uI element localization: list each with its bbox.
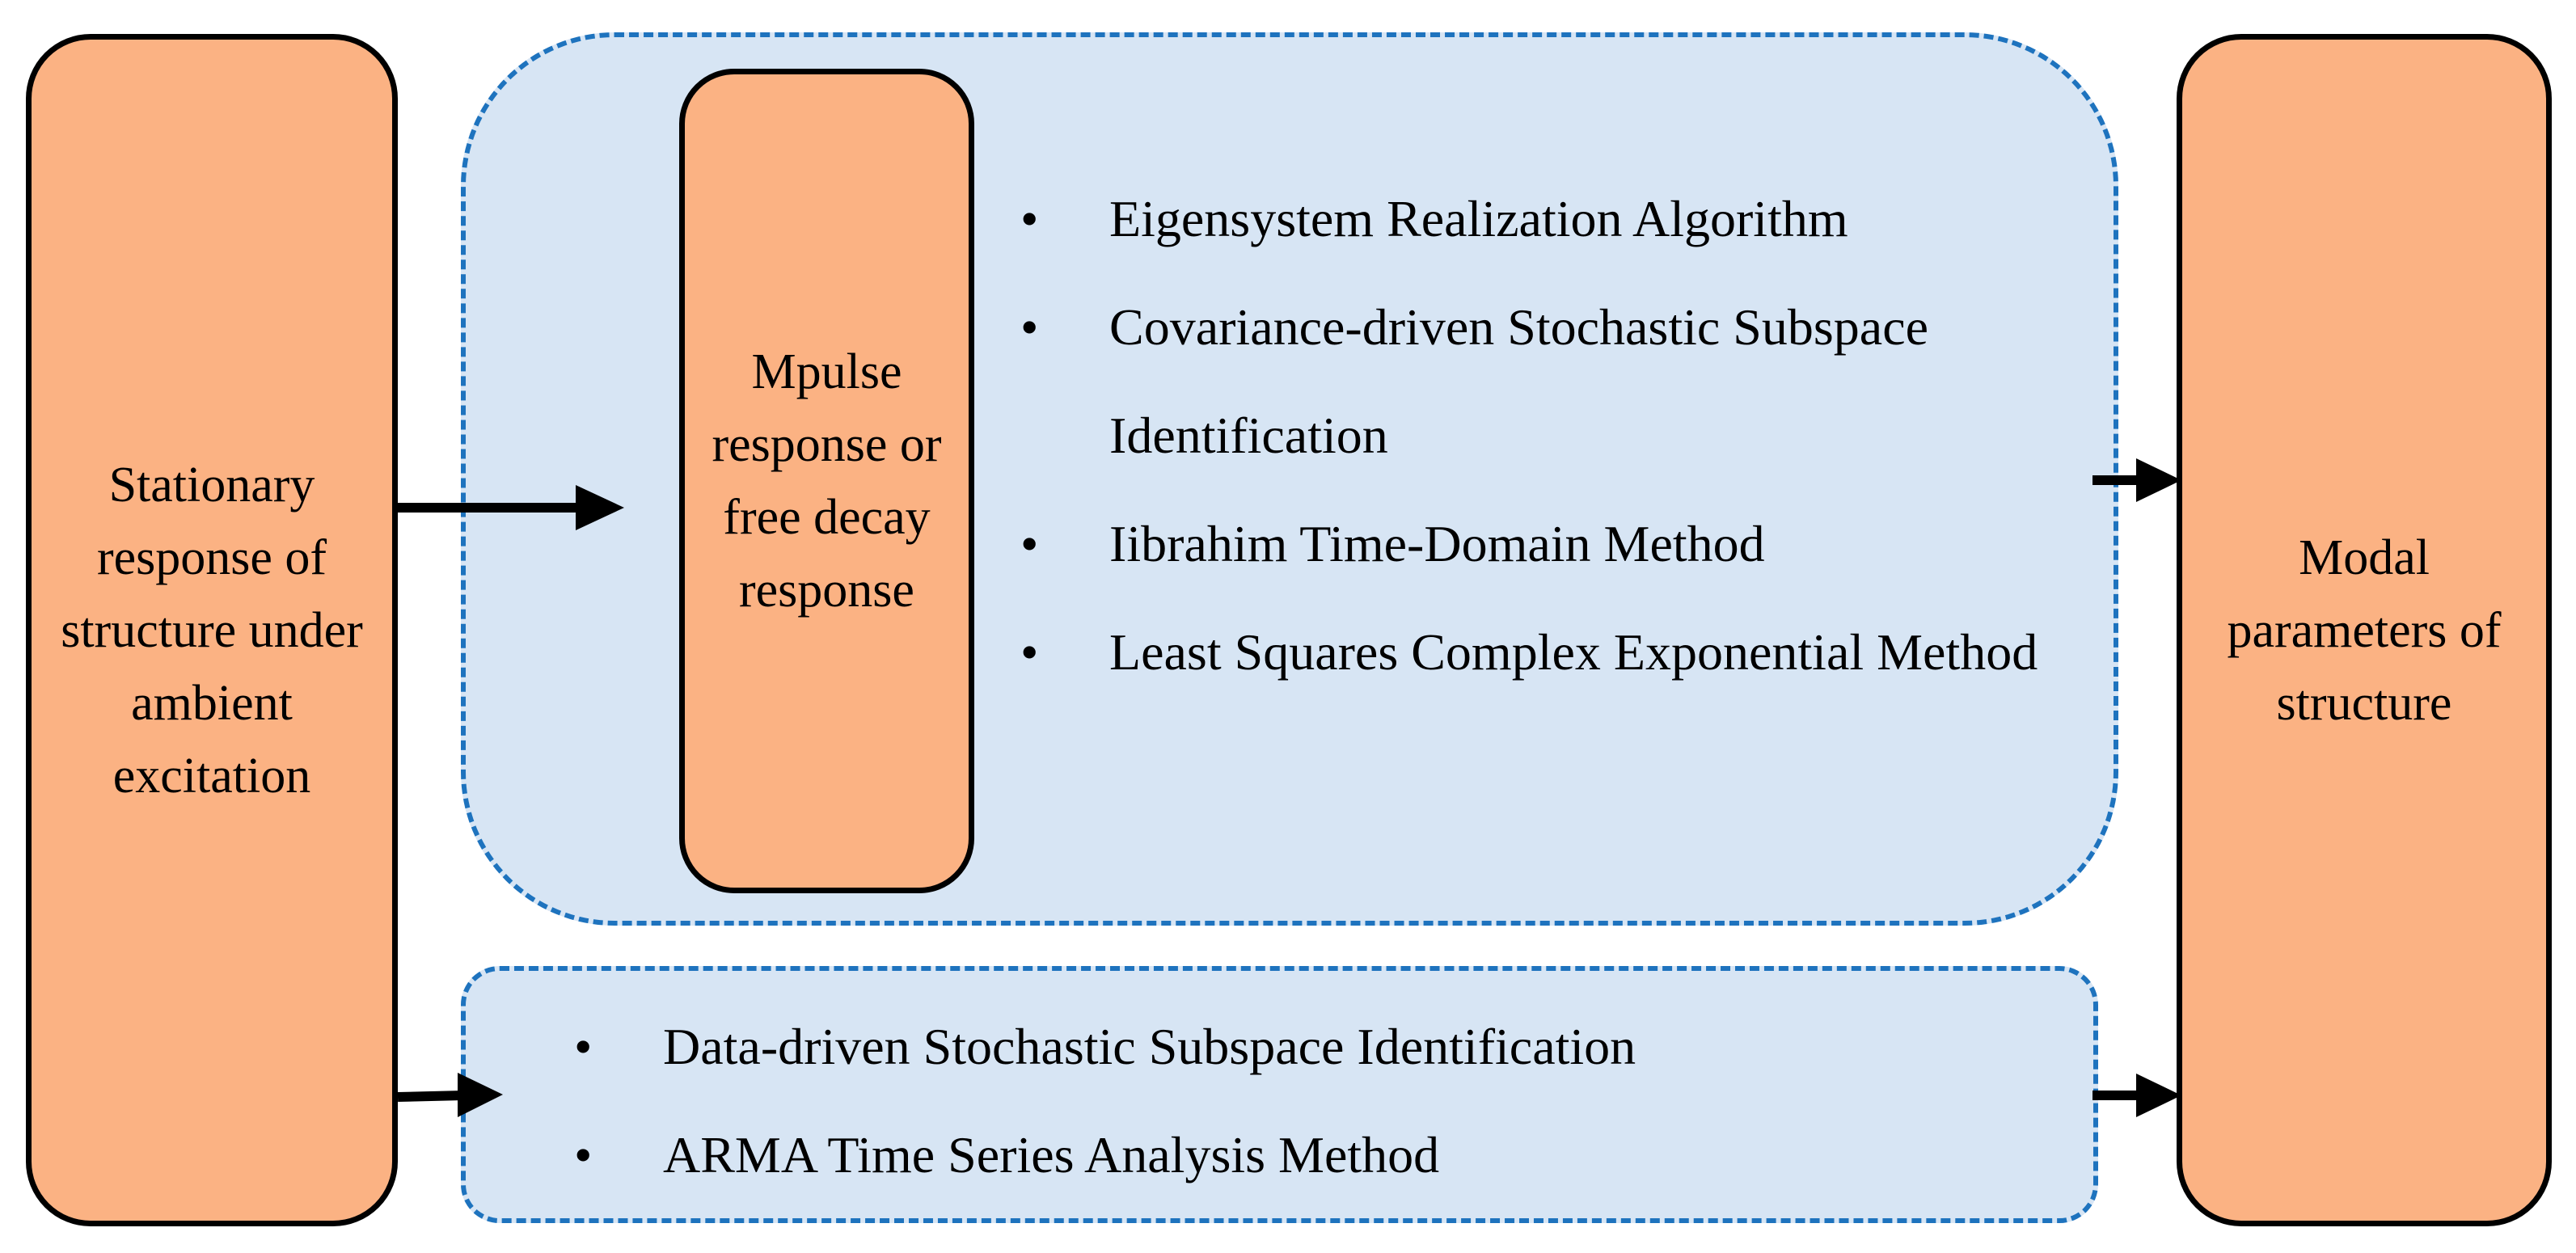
arrow-indirect-to-output: [2092, 458, 2181, 502]
intermediate-node-label: Mpulse response or free decay response: [712, 344, 942, 618]
list-item: Data-driven Stochastic Subspace Identifi…: [574, 993, 2094, 1101]
list-item: Covariance-driven Stochastic Subspace Id…: [1020, 273, 2120, 490]
list-item: Iibrahim Time-Domain Method: [1020, 490, 2120, 598]
direct-methods-list: Data-driven Stochastic Subspace Identifi…: [574, 993, 2094, 1209]
indirect-methods-list: Eigensystem Realization Algorithm Covari…: [1020, 165, 2120, 707]
list-item: ARMA Time Series Analysis Method: [574, 1101, 2094, 1209]
arrow-input-to-intermediate: [398, 485, 624, 530]
list-item: Eigensystem Realization Algorithm: [1020, 165, 2120, 273]
arrow-input-to-direct-methods: [397, 1073, 503, 1117]
input-node-label: Stationary response of structure under a…: [61, 457, 363, 804]
intermediate-node: Mpulse response or free decay response: [679, 69, 974, 893]
arrow-direct-to-output: [2092, 1074, 2181, 1117]
input-node: Stationary response of structure under a…: [26, 34, 398, 1226]
list-item: Least Squares Complex Exponential Method: [1020, 598, 2120, 707]
output-node: Modal parameters of structure: [2177, 34, 2552, 1226]
output-node-label: Modal parameters of structure: [2227, 529, 2502, 731]
